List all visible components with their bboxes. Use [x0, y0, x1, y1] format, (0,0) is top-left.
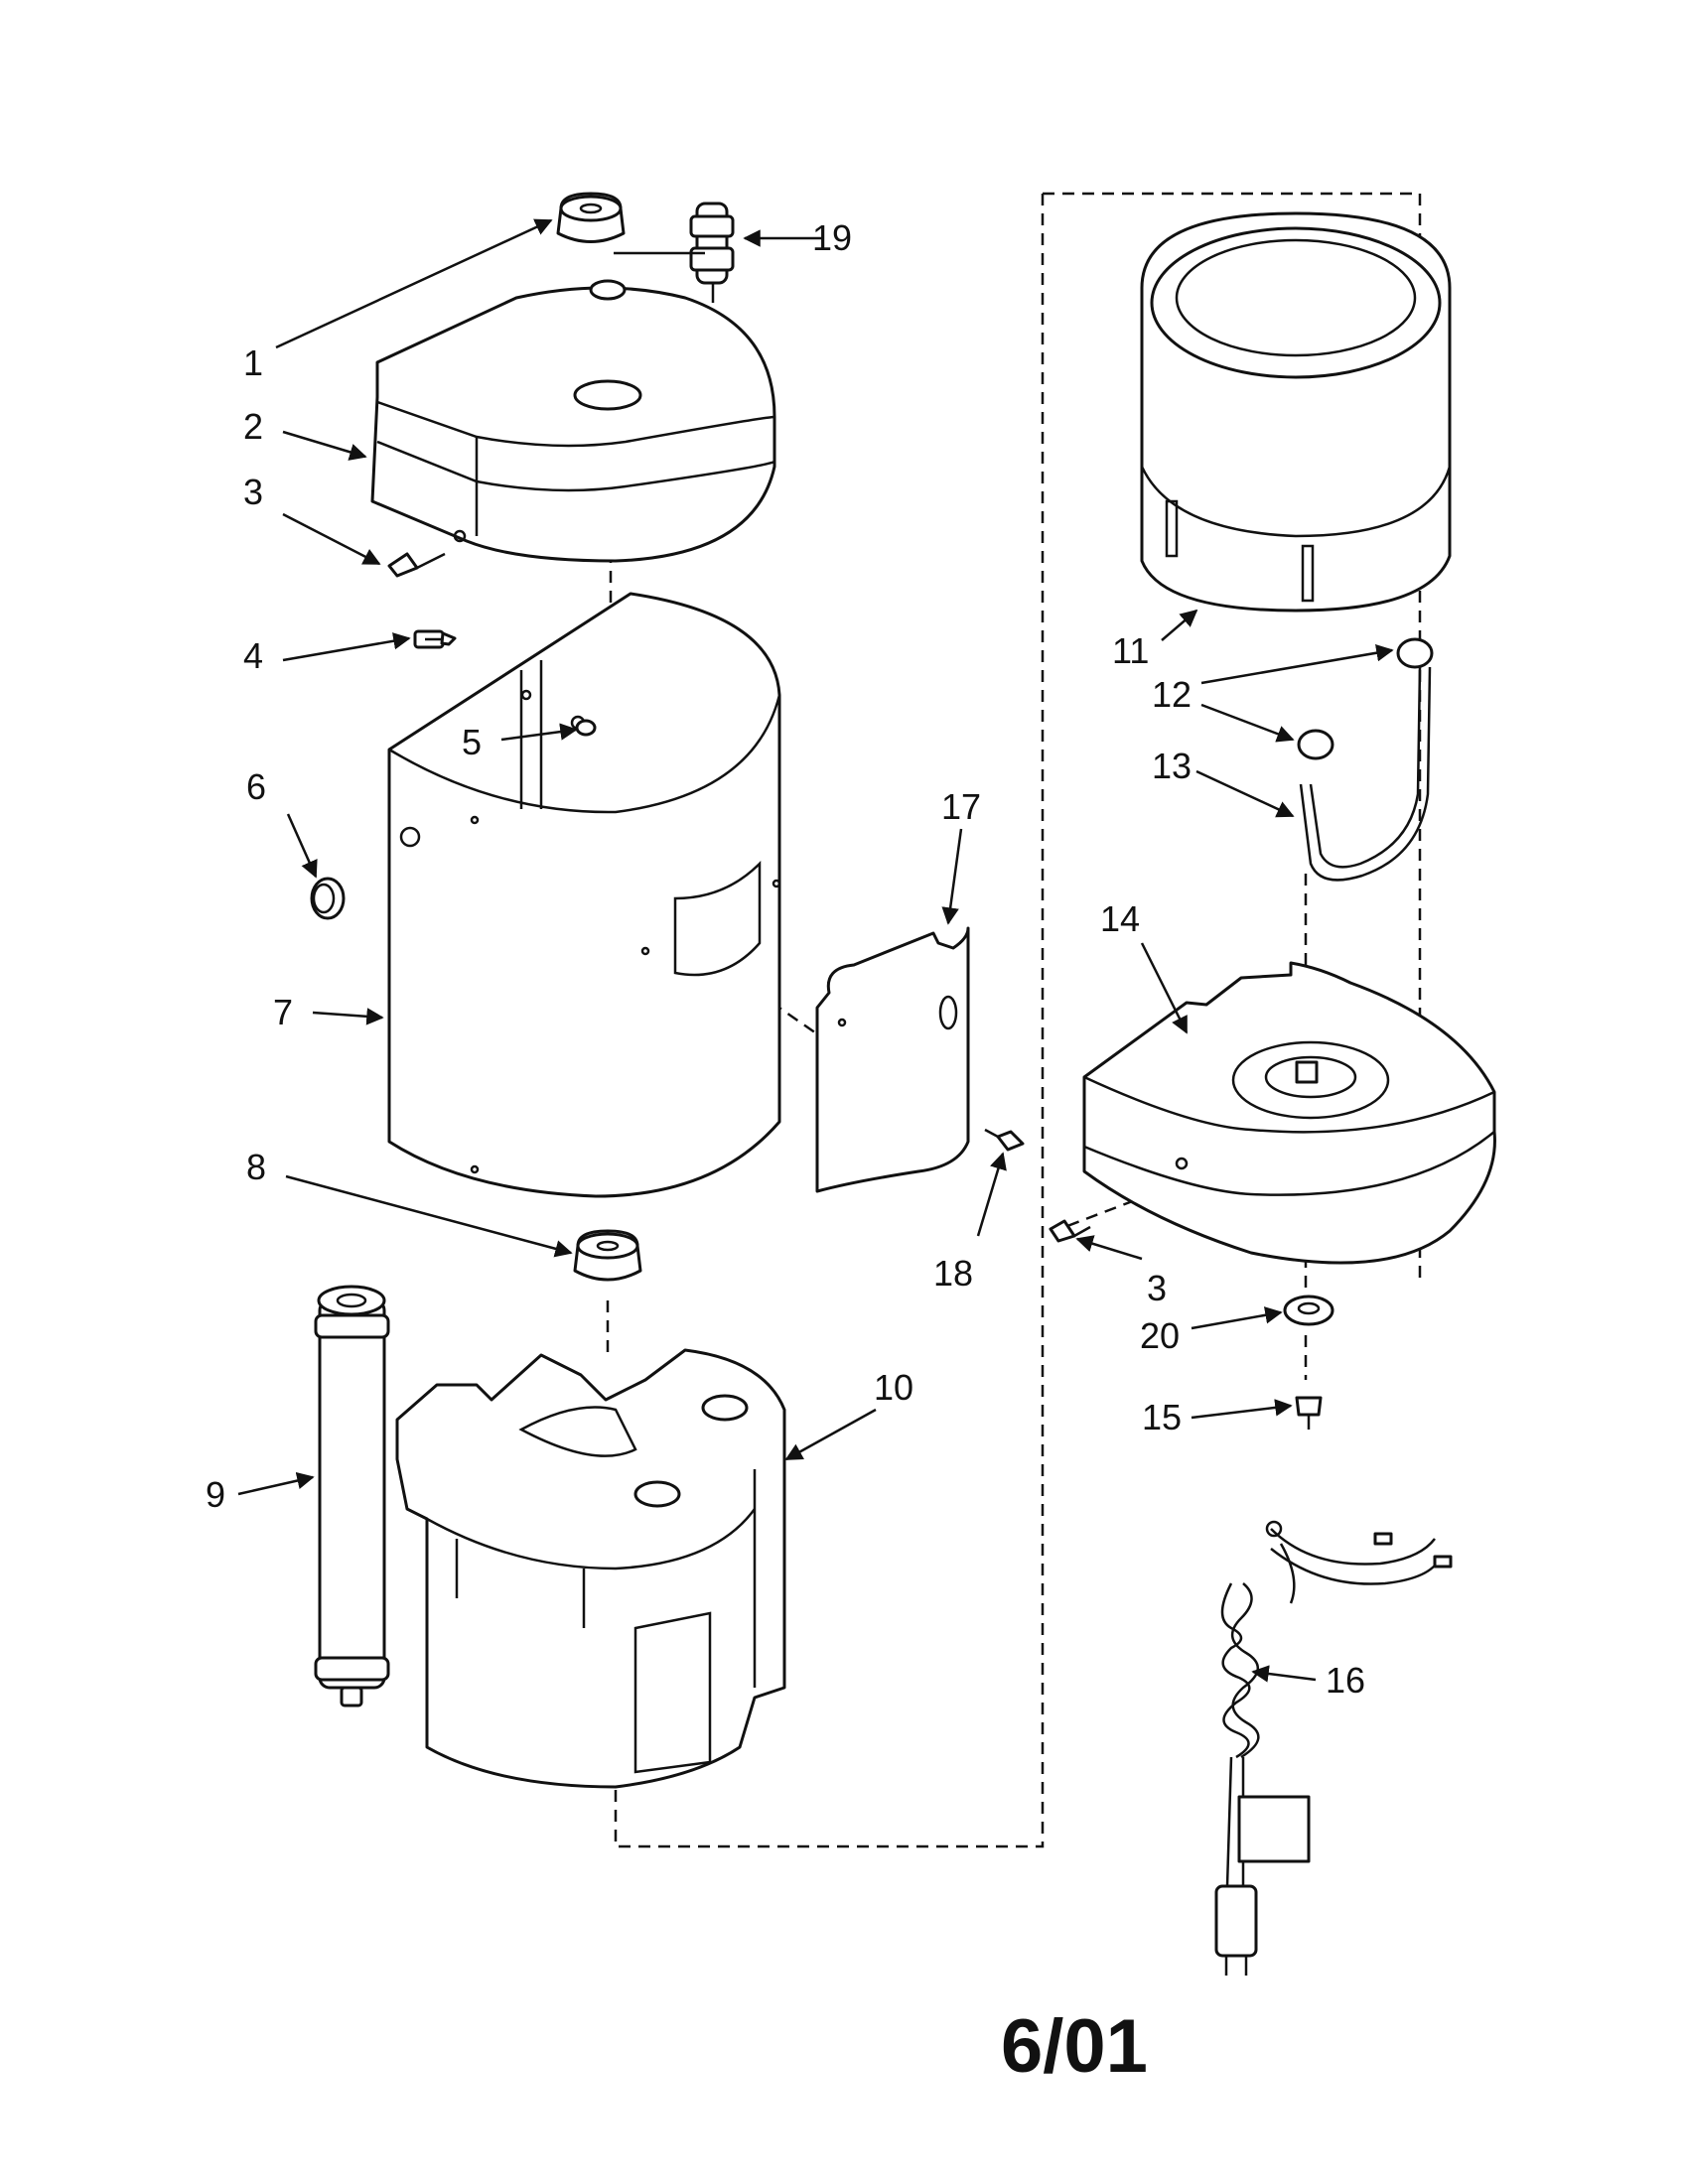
- callout-3-top: 3: [243, 472, 263, 512]
- part-11-reservoir: [1140, 211, 1452, 613]
- callout-1: 1: [243, 342, 263, 383]
- date-code: 6/01: [1001, 2004, 1148, 2089]
- part-17-shield: [815, 926, 970, 1193]
- part-7-housing: [387, 592, 781, 1198]
- callout-15: 15: [1142, 1397, 1182, 1437]
- part-4-screw: [413, 629, 457, 649]
- part-12-cap: [1297, 637, 1434, 760]
- callout-7: 7: [273, 992, 293, 1032]
- callout-18: 18: [933, 1253, 973, 1294]
- callout-14: 14: [1100, 898, 1140, 939]
- part-9-filter: [314, 1285, 390, 1707]
- callout-6: 6: [246, 766, 266, 807]
- part-20-washer: [1283, 1295, 1334, 1326]
- callout-20: 20: [1140, 1315, 1180, 1356]
- part-2-top-cover: [370, 279, 776, 563]
- leader-lines: [237, 218, 1394, 1683]
- callout-10: 10: [874, 1367, 913, 1408]
- callout-11: 11: [1112, 630, 1149, 671]
- part-10-base: [395, 1348, 786, 1789]
- callout-13: 13: [1152, 746, 1192, 786]
- part-3-screw-top: [387, 552, 446, 578]
- callout-labels: 1 2 3 4 5 6 7 8 9 10 11 12 13 14 15 16 1…: [206, 217, 1365, 1701]
- part-18-screw: [984, 1128, 1025, 1152]
- callout-12: 12: [1152, 674, 1192, 715]
- callout-4: 4: [243, 635, 263, 676]
- part-19-fitting: [614, 202, 735, 303]
- callout-2: 2: [243, 406, 263, 447]
- part-6-plug: [310, 877, 346, 920]
- callout-17: 17: [941, 786, 981, 827]
- callout-3-tray: 3: [1147, 1268, 1167, 1308]
- part-16-power-cord: [1214, 1520, 1453, 1976]
- callout-9: 9: [206, 1474, 225, 1515]
- callout-16: 16: [1326, 1660, 1365, 1701]
- part-15-screw: [1295, 1396, 1323, 1430]
- callout-5: 5: [462, 722, 482, 762]
- part-14-tray: [1082, 961, 1496, 1265]
- part-1-grommet: [556, 192, 626, 243]
- part-5-washer: [575, 719, 597, 737]
- part-3-screw-tray: [1049, 1219, 1091, 1243]
- callout-8: 8: [246, 1147, 266, 1187]
- part-13-tube: [1299, 666, 1432, 882]
- callout-19: 19: [812, 217, 852, 258]
- part-8-grommet: [573, 1229, 642, 1282]
